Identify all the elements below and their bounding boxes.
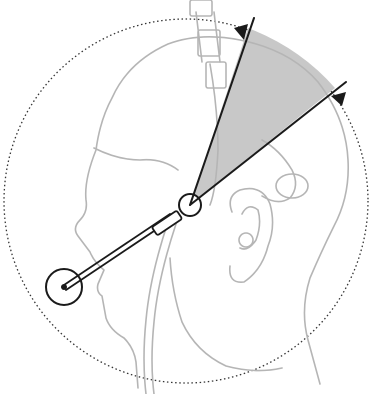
microphone-capsule — [61, 284, 67, 290]
headband-slider-low — [206, 62, 226, 88]
cheek-line — [94, 148, 178, 170]
adjustment-range-wedge — [190, 28, 335, 205]
arrowhead-lower-icon — [331, 92, 346, 106]
ear — [230, 189, 273, 283]
boom-arm — [64, 210, 182, 290]
head-profile — [75, 0, 348, 394]
microphone — [46, 269, 82, 305]
headset-cable-inner — [152, 224, 176, 394]
ear-inner — [240, 207, 260, 249]
headband-slider-top — [190, 0, 212, 16]
neck-line — [170, 258, 282, 371]
ear-bud — [239, 233, 253, 247]
